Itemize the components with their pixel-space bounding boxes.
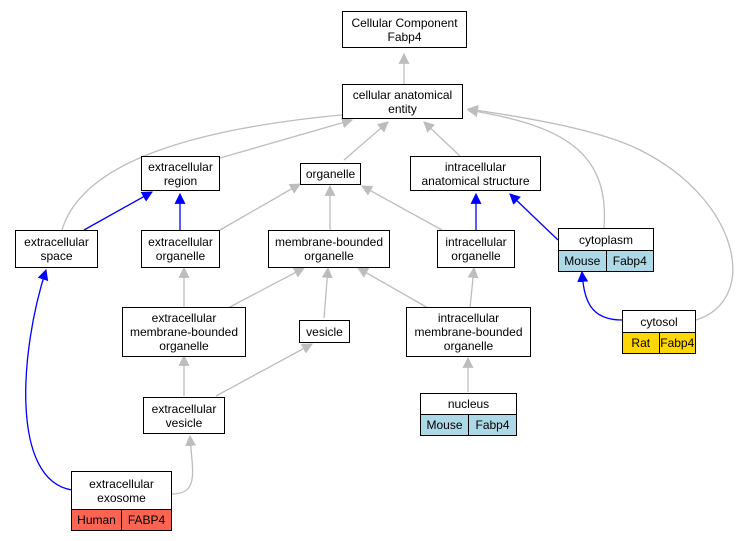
edge-exosome-to-space [25, 268, 73, 491]
node-intracellular-anatomical-structure[interactable]: intracellular anatomical structure [410, 156, 541, 191]
edge-extmbo-to-mbo [227, 267, 305, 309]
species-label: Human [77, 513, 116, 527]
node-label: extracellular space [24, 235, 89, 263]
node-intracellular-membrane-bounded-organelle[interactable]: intracellular membrane-bounded organelle [406, 307, 531, 357]
edge-cytosol-to-cytoplasm [577, 270, 623, 321]
edge-extorg-to-organelle [219, 183, 301, 231]
species-label: Mouse [564, 254, 601, 268]
node-extracellular-region[interactable]: extracellular region [141, 156, 220, 191]
node-cytosol[interactable]: cytosol Rat Fabp4 [622, 310, 696, 354]
edge-intorg-to-organelle [361, 185, 443, 231]
node-membrane-bounded-organelle[interactable]: membrane-bounded organelle [268, 230, 390, 268]
species-annotation: Human FABP4 [72, 509, 171, 530]
gene-label: FABP4 [121, 510, 171, 530]
node-cellular-component[interactable]: Cellular Component Fabp4 [342, 11, 467, 48]
node-label: extracellular region [148, 159, 213, 188]
node-extracellular-membrane-bounded-organelle[interactable]: extracellular membrane-bounded organelle [122, 307, 246, 357]
node-label: organelle [305, 167, 356, 181]
edge-intmbo-to-mbo [357, 267, 429, 309]
species-label: Rat [631, 336, 651, 350]
node-label: intracellular organelle [445, 235, 507, 263]
node-label: intracellular membrane-bounded organelle [414, 311, 523, 353]
node-label: cytosol [640, 314, 678, 329]
species-annotation: Rat Fabp4 [623, 332, 695, 353]
node-vesicle[interactable]: vesicle [299, 320, 350, 343]
node-organelle[interactable]: organelle [300, 163, 361, 185]
node-extracellular-vesicle[interactable]: extracellular vesicle [143, 397, 225, 434]
node-label: membrane-bounded organelle [274, 235, 384, 263]
node-intracellular-organelle[interactable]: intracellular organelle [437, 230, 515, 268]
species-label: Mouse [426, 418, 463, 432]
edge-cytoplasm-to-ias [509, 193, 559, 241]
node-label: extracellular organelle [148, 235, 213, 263]
node-extracellular-exosome[interactable]: extracellular exosome Human FABP4 [71, 471, 172, 531]
gene-label: Fabp4 [468, 415, 516, 435]
node-label: extracellular exosome [89, 476, 154, 505]
edge-exosome-to-extves [171, 434, 197, 495]
edge-vesicle-to-mbo [321, 266, 333, 319]
edge-cytosol-to-cae [466, 104, 734, 321]
species-annotation: Mouse Fabp4 [421, 414, 516, 435]
node-label: vesicle [306, 324, 343, 339]
node-label: cellular anatomical entity [352, 87, 453, 116]
node-label: Cellular Component Fabp4 [351, 15, 458, 44]
node-extracellular-organelle[interactable]: extracellular organelle [141, 230, 220, 268]
edge-extves-to-vesicle [215, 343, 313, 397]
gene-label: Fabp4 [605, 251, 654, 271]
node-cytoplasm[interactable]: cytoplasm Mouse Fabp4 [558, 228, 654, 272]
edge-ias-to-cae [423, 121, 461, 157]
edge-organelle-to-cae [343, 121, 389, 161]
node-nucleus[interactable]: nucleus Mouse Fabp4 [420, 393, 517, 436]
node-label: intracellular anatomical structure [421, 159, 530, 188]
node-label: extracellular membrane-bounded organelle [129, 311, 239, 353]
node-cellular-anatomical-entity[interactable]: cellular anatomical entity [342, 84, 463, 119]
edge-space-to-cae [61, 109, 354, 231]
node-label: extracellular vesicle [151, 401, 217, 430]
edge-intmbo-to-intorg [467, 266, 479, 309]
gene-label: Fabp4 [658, 333, 696, 353]
edge-space-to-region [83, 191, 153, 231]
species-annotation: Mouse Fabp4 [559, 250, 653, 271]
node-label: cytoplasm [578, 232, 634, 247]
node-label: nucleus [447, 397, 490, 411]
edge-region-to-cae [219, 117, 354, 159]
node-extracellular-space[interactable]: extracellular space [15, 230, 98, 268]
edge-cytoplasm-to-cae [466, 106, 606, 229]
